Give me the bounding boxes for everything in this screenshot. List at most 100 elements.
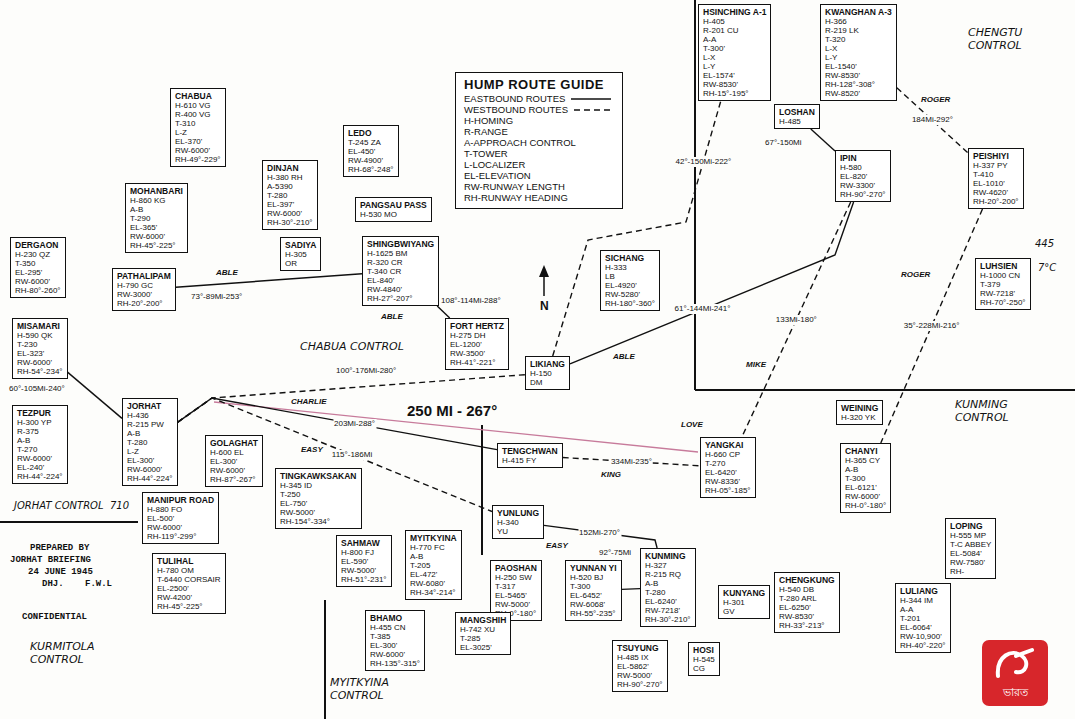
airfield-data: GV (723, 607, 765, 616)
airfield-box: TEZPURH-300 YPR-375A-BT-270RW-6000'EL-24… (12, 405, 68, 484)
airfield-name: LOPING (950, 521, 991, 531)
airfield-data: EL-300' (127, 456, 173, 465)
legend-row: EL-ELEVATION (464, 170, 614, 181)
route-line (176, 274, 362, 287)
airfield-data: RW-4900' (348, 156, 394, 165)
airfield-data: RW-6068' (570, 600, 617, 609)
airfield-box: LIKIANGH-150DM (525, 356, 570, 390)
airfield-data: T-280 (645, 588, 691, 597)
airfield-data: H-344 IM (900, 596, 946, 605)
airfield-data: YU (497, 527, 539, 536)
airfield-name: FORT HERTZ (450, 321, 504, 331)
watermark-logo (998, 650, 1032, 676)
airfield-data: RH-54°-234° (17, 367, 63, 376)
route-line-sample (574, 107, 614, 113)
airfield-box: YANGKAIH-660 CPT-270EL-6420'RW-8336'RH-0… (700, 437, 756, 498)
airfield-box: JORHATH-436R-215 PWA-BT-280L-ZEL-300'RW-… (122, 398, 178, 486)
route-distance: 133Mi-180° (775, 315, 818, 325)
route-distance: 61°-144Mi-241° (674, 304, 732, 314)
airfield-data: T-300 (845, 474, 886, 483)
airfield-data: T-250 (280, 490, 357, 499)
route-distance: 100°-176Mi-280° (335, 366, 397, 376)
airfield-name: CHANYI (845, 446, 886, 456)
legend-row: RH-RUNWAY HEADING (464, 192, 614, 203)
airfield-data: EL-300' (210, 457, 258, 466)
airfield-data: RW-5000' (280, 508, 357, 517)
route-line (622, 588, 640, 590)
legend-row: T-TOWER (464, 148, 614, 159)
airfield-data: EL-5465' (495, 591, 537, 600)
airfield-data: LB (605, 272, 655, 281)
airfield-name: DINJAN (267, 163, 313, 173)
airfield-data: T-280 (267, 191, 313, 200)
airfield-data: H-485 (779, 117, 815, 126)
legend-text: EL-ELEVATION (464, 170, 531, 181)
airfield-name: MANIPUR ROAD (147, 495, 214, 505)
airfield-data: A-A (703, 35, 766, 44)
airfield-data: H-600 EL (210, 448, 258, 457)
legend-text: R-RANGE (464, 126, 508, 137)
airfield-data: H-742 XU (460, 625, 506, 634)
airfield-data: T-385 (370, 632, 420, 641)
airfield-data: EL-240' (17, 463, 63, 472)
airfield-data: H-340 (497, 518, 539, 527)
airfield-data: RH-87°-267° (210, 475, 258, 484)
airfield-data: H-610 VG (175, 101, 221, 110)
airfield-data: RW-6000' (15, 277, 61, 286)
airfield-name: PATHALIPAM (117, 271, 171, 281)
airfield-data: EL-4920' (605, 281, 655, 290)
airfield-data: EL-397' (267, 200, 313, 209)
airfield-name: HOSI (693, 645, 715, 655)
airfield-data: RW-4840' (367, 285, 434, 294)
airfield-data: RH-20°-200° (973, 197, 1019, 206)
legend-text: A-APPROACH CONTROL (464, 137, 576, 148)
airfield-name: MYITKYINA (410, 533, 457, 543)
airfield-data: RW-6000' (147, 523, 214, 532)
route-line (570, 202, 854, 364)
airfield-data: H-770 FC (410, 543, 457, 552)
route-line (68, 372, 123, 418)
airfield-data: T-285 (460, 634, 506, 643)
route-distance: 73°-89Mi-253° (190, 292, 243, 302)
route-line-sample (571, 96, 611, 102)
route-name: LOVE (680, 420, 704, 430)
airfield-data: RW-4200' (157, 593, 221, 602)
airfield-data: H-580 (840, 163, 886, 172)
airfield-box: LULIANGH-344 IMA-AT-201EL-6064'RW-10,900… (895, 583, 951, 653)
airfield-data: H-780 OM (157, 566, 221, 575)
route-distance: 203Mi-288° (333, 419, 376, 429)
airfield-data: R-215 RQ (645, 570, 691, 579)
airfield-data: EL-5084' (950, 549, 991, 558)
airfield-data: T-317 (495, 582, 537, 591)
airfield-data: T-300' (703, 44, 766, 53)
airfield-data: H-150 (530, 369, 565, 378)
airfield-data: EL-1540' (825, 62, 892, 71)
route-name: EASY (300, 445, 324, 455)
route-distance: 92°-75Mi (598, 548, 632, 558)
airfield-box: MOHANBARIH-860 KGA-BT-290EL-365'RW-6000'… (125, 183, 188, 253)
airfield-data: H-415 FY (502, 456, 558, 465)
airfield-data: CG (693, 664, 715, 673)
airfield-box: BHAMOH-455 CNT-385EL-300'RW-6000'RH-135°… (365, 610, 425, 671)
airfield-data: H-545 (693, 655, 715, 664)
airfield-box: SICHANGH-333LBEL-4920'RW-5280'RH-180°-36… (600, 250, 660, 311)
airfield-data: EL-6240' (645, 597, 691, 606)
airfield-data: T-230 (17, 340, 63, 349)
map-label: CHABUA CONTROL (300, 340, 404, 353)
airfield-data: RW-5280' (605, 290, 655, 299)
airfield-data: H-1000 CN (980, 271, 1026, 280)
route-line (742, 202, 851, 437)
route-name: EASY (545, 541, 569, 551)
airfield-data: RW-5000' (495, 600, 537, 609)
airfield-box: CHABUAH-610 VGR-400 VGT-310L-ZEL-370'RW-… (170, 88, 226, 167)
airfield-box: LOSHANH-485 (774, 104, 820, 129)
airfield-data: EL-750' (280, 499, 357, 508)
airfield-data: H-366 (825, 17, 892, 26)
airfield-data: EL-295' (15, 268, 61, 277)
airfield-name: MANGSHIH (460, 615, 506, 625)
airfield-data: R-320 CR (367, 258, 434, 267)
airfield-data: H-1625 BM (367, 249, 434, 258)
airfield-data: RW-5000' (617, 671, 663, 680)
legend-text: T-TOWER (464, 148, 508, 159)
